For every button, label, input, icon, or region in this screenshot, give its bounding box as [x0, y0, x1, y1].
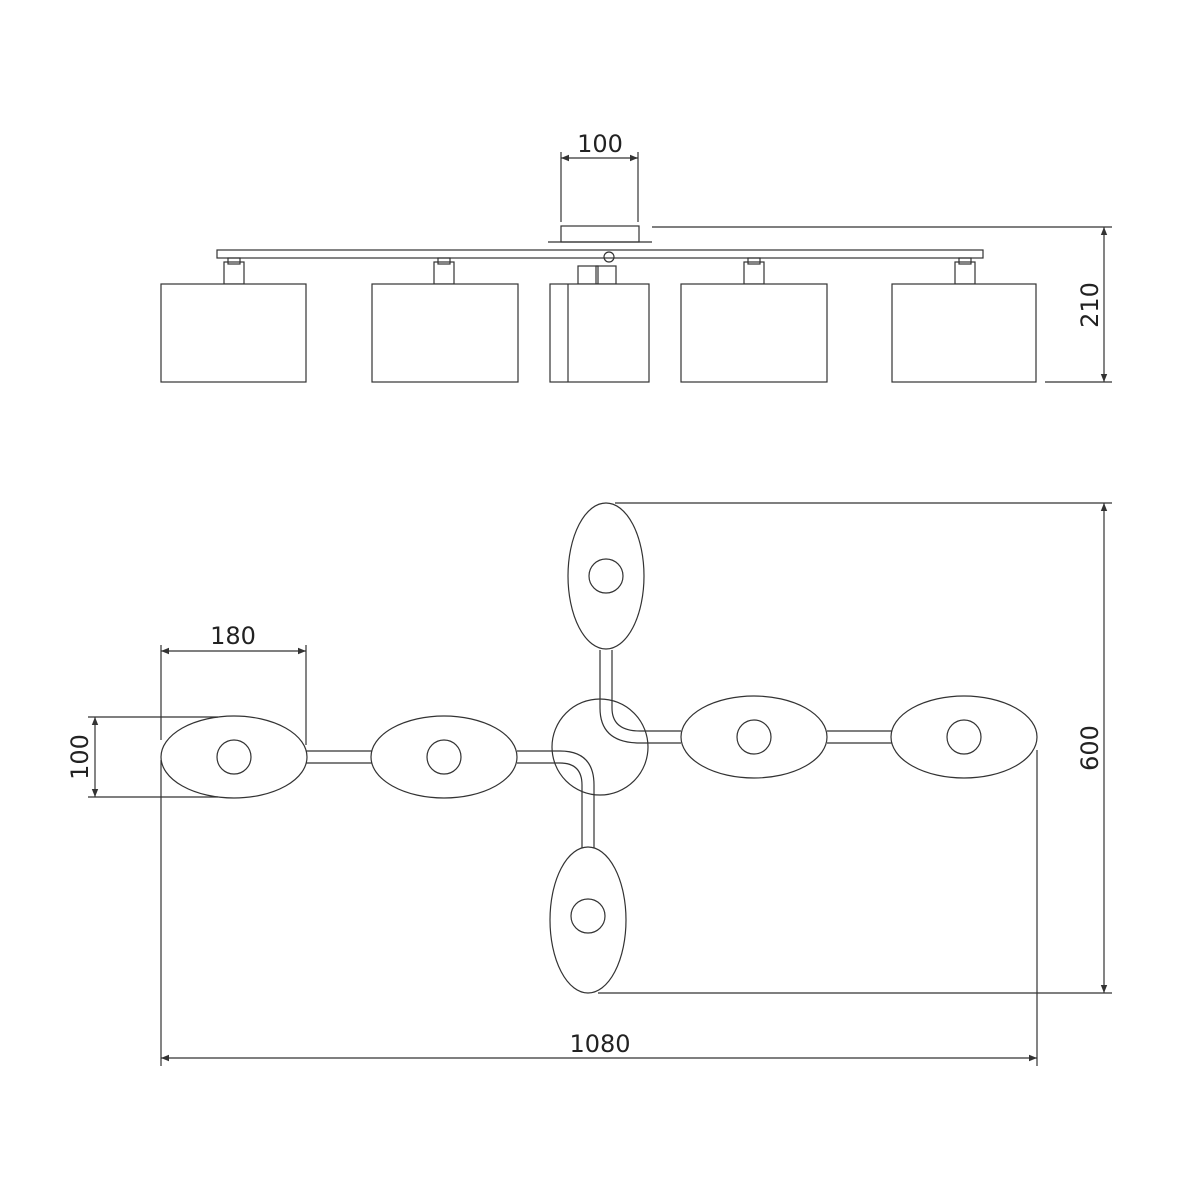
dim-label-shade-length: 180: [210, 622, 256, 650]
dimension-length: 1080: [160, 750, 1038, 1066]
dimension-depth: 600: [598, 502, 1112, 994]
side-view: 100 210: [160, 130, 1112, 383]
dim-label-height: 210: [1076, 282, 1104, 328]
arms: [306, 650, 892, 848]
dimension-shade-length: 180: [160, 622, 307, 745]
dim-label-mount-width: 100: [577, 130, 623, 158]
dimension-mount-width: 100: [560, 130, 639, 222]
dim-label-shade-width: 100: [66, 734, 94, 780]
shades-side: [160, 283, 1037, 383]
ceiling-mount-plate: [560, 225, 640, 243]
shades-top: [160, 502, 1038, 994]
dim-label-length: 1080: [569, 1030, 630, 1058]
support-bar: [216, 249, 984, 259]
sockets: [223, 251, 976, 285]
dimension-shade-width: 100: [66, 716, 218, 798]
dimension-height: 210: [652, 226, 1112, 383]
dim-label-depth: 600: [1076, 725, 1104, 771]
top-view: 180 100 600 1080: [66, 502, 1112, 1066]
